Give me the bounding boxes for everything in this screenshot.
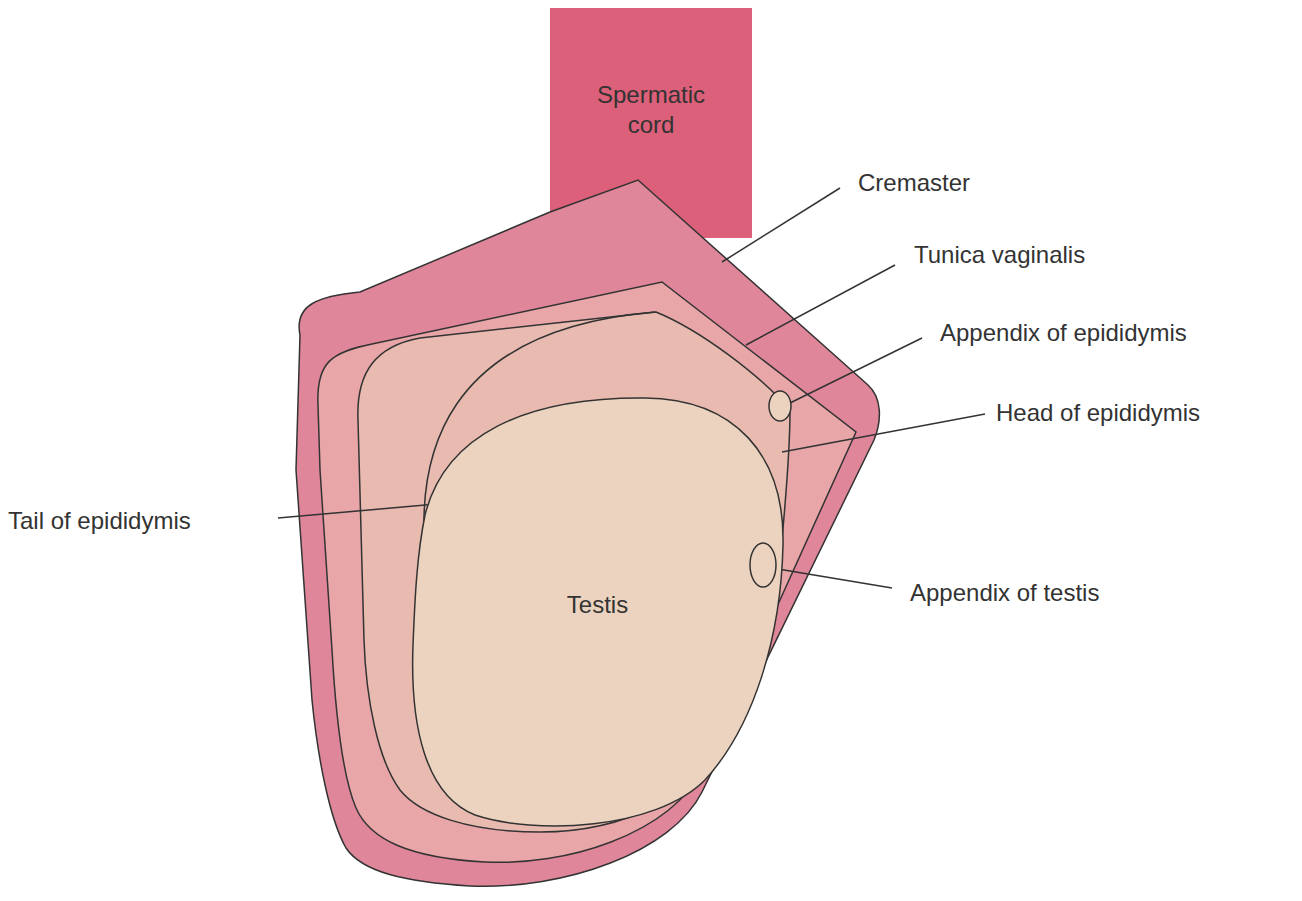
testis-text: Testis bbox=[498, 590, 698, 620]
testis-outline bbox=[413, 398, 783, 826]
testis-node: Testis bbox=[405, 395, 790, 835]
appendix-of-epididymis-label: Appendix of epididymis bbox=[940, 318, 1187, 348]
appendix-of-testis-shape bbox=[750, 543, 776, 587]
cremaster-layer bbox=[296, 180, 879, 886]
tunica-vaginalis-label: Tunica vaginalis bbox=[914, 240, 1085, 270]
cremaster-label: Cremaster bbox=[858, 168, 970, 198]
appendix-of-testis-label: Appendix of testis bbox=[910, 578, 1099, 608]
head-of-epididymis-label: Head of epididymis bbox=[996, 398, 1200, 428]
appendix-of-epididymis-shape bbox=[769, 391, 791, 421]
spermatic-cord-text: Spermatic cord bbox=[576, 80, 726, 140]
tail-of-epididymis-label: Tail of epididymis bbox=[8, 506, 191, 536]
tunica-vaginalis-layer bbox=[318, 282, 856, 862]
epididymis-region bbox=[358, 312, 790, 832]
